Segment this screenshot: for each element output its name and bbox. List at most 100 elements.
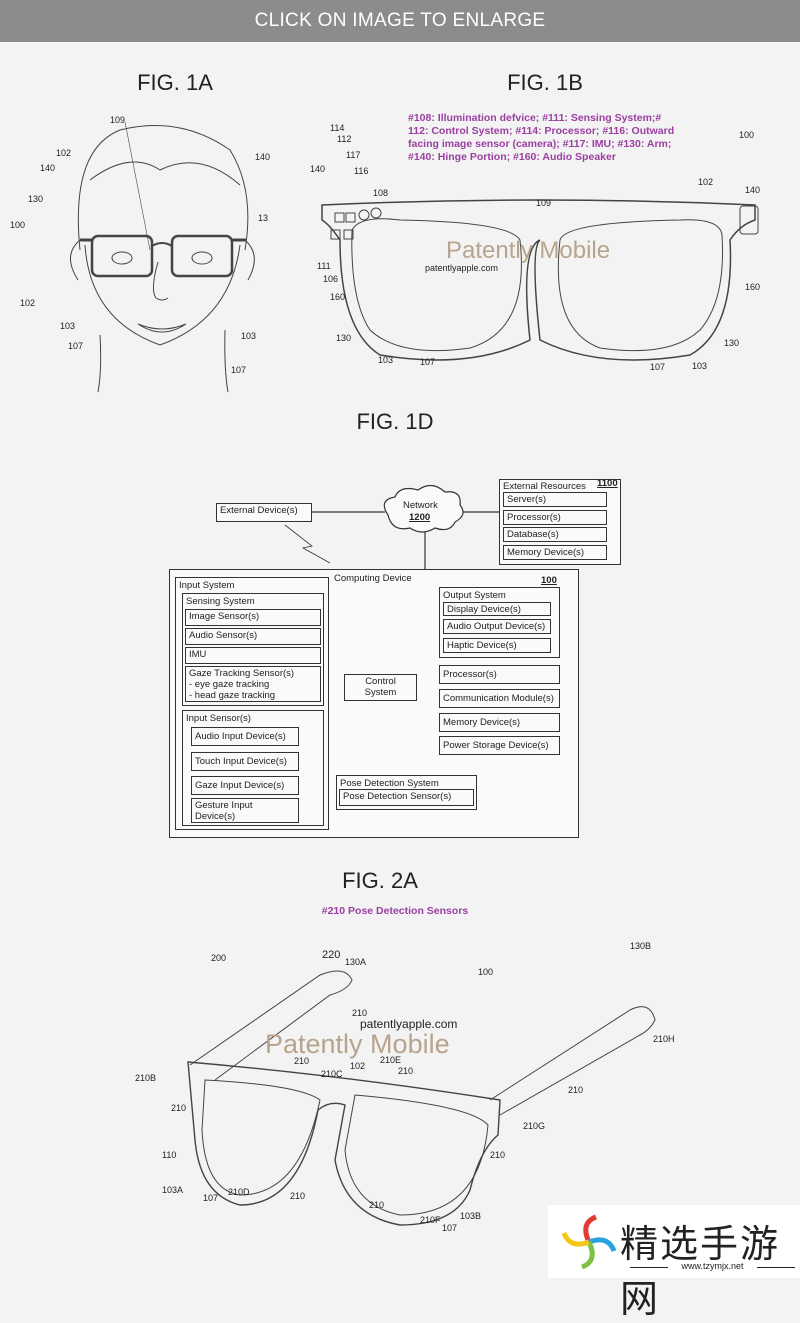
ref-label: 107 [203,1193,218,1203]
watermark-url: patentlyapple.com [425,263,498,273]
external-resources-label: External Resources [503,481,586,492]
gesture-line: Gesture Input [195,800,253,811]
ref-label: 116 [354,166,368,176]
sensing-system-label: Sensing System [186,596,255,607]
ref-label: 210 [290,1191,305,1201]
ref-label: 140 [255,152,270,162]
patent-drawings: 114 112 117 116 140 108 109 102 140 111 … [10,115,760,1233]
ref-label: 210 [490,1150,505,1160]
ref-label: 210 [369,1200,384,1210]
ref-label: 100 [739,130,754,140]
communication-module-box: Communication Module(s) [439,689,560,708]
ref-label: 108 [373,188,388,198]
fig-1a-face-drawing [70,121,255,393]
ref-label: 102 [350,1061,365,1071]
ref-label: 110 [162,1150,176,1160]
input-system-label: Input System [179,580,235,591]
power-storage-device-box: Power Storage Device(s) [439,736,560,755]
ref-label: 107 [650,362,665,372]
fig-1a-title: FIG. 1A [137,70,213,95]
ref-label: 210 [171,1103,186,1113]
computing-device-label: Computing Device [334,573,412,584]
gaze-line: - head gaze tracking [189,690,276,701]
processor-component-box: Processor(s) [439,665,560,684]
gaze-input-device-box: Gaze Input Device(s) [191,776,299,795]
ref-label: 130 [336,333,351,343]
ref-label: 210D [228,1187,250,1197]
computing-device-ref: 100 [541,575,557,586]
ref-label: 140 [40,163,55,173]
control-line: System [364,687,397,698]
fig-1d-title: FIG. 1D [356,409,434,434]
ref-label: 103 [692,361,707,371]
gaze-line: - eye gaze tracking [189,679,270,690]
ref-label: 210 [352,1008,367,1018]
audio-output-device-box: Audio Output Device(s) [443,619,551,634]
imu-box: IMU [185,647,321,664]
haptic-device-box: Haptic Device(s) [443,638,551,653]
image-sensor-box: Image Sensor(s) [185,609,321,626]
fig-1b-glasses-drawing [321,199,759,361]
ref-label: 130B [630,941,651,951]
pose-detection-system-label: Pose Detection System [340,778,439,789]
ref-label: 210 [568,1085,583,1095]
ref-label: 210E [380,1055,401,1065]
ref-label: 102 [20,298,35,308]
ref-label: 103 [378,355,393,365]
caption-line: facing image sensor (camera); #117: IMU;… [408,138,672,150]
site-logo[interactable]: 精选手游网 www.tzymjx.net [548,1205,800,1321]
pose-detection-sensor-box: Pose Detection Sensor(s) [339,789,474,806]
memory-device-component-box: Memory Device(s) [439,713,560,732]
ref-label: 102 [56,148,71,158]
output-system-label: Output System [443,590,506,601]
ref-label: 130A [345,957,366,967]
caption-line: #140: Hinge Portion; #160: Audio Speaker [408,151,616,163]
ref-label: 200 [211,953,226,963]
ref-label: 210G [523,1121,545,1131]
ref-label: 114 [330,123,344,133]
server-box: Server(s) [503,492,607,507]
logo-url: www.tzymjx.net [630,1261,795,1271]
ref-label: 111 [317,261,331,271]
ref-label: 103 [60,321,75,331]
touch-input-device-box: Touch Input Device(s) [191,752,299,771]
ref-label: 140 [310,164,325,174]
fig-2a-caption: #210 Pose Detection Sensors [321,905,469,917]
fig-1b-title: FIG. 1B [507,70,583,95]
ref-label: 107 [68,341,83,351]
ref-label: 210C [321,1069,343,1079]
control-system-box: Control System [344,674,417,701]
ref-label: 107 [420,357,435,367]
ref-label: 220 [322,949,340,961]
audio-input-device-box: Audio Input Device(s) [191,727,299,746]
memory-device-box: Memory Device(s) [503,545,607,560]
ref-label: 210H [653,1034,675,1044]
control-line: Control [365,676,396,687]
enlarge-banner[interactable]: CLICK ON IMAGE TO ENLARGE [0,0,800,42]
fig-1a-reference-labels: 109 102 140 130 100 140 13 102 103 107 1… [10,115,270,375]
caption-line: 112: Control System; #114: Processor; #1… [408,125,675,137]
fig-1b-reference-labels: 114 112 117 116 140 108 109 102 140 111 … [310,123,760,372]
ref-label: 102 [698,177,713,187]
fig-2a-title: FIG. 2A [342,868,418,893]
ref-label: 13 [258,213,268,223]
ref-label: 103 [241,331,256,341]
fig-1b-caption: #108: Illumination defvice; #111: Sensin… [408,112,674,164]
ref-label: 160 [330,292,345,302]
ref-label: 210F [420,1215,441,1225]
watermark: Patently Mobile [446,237,610,264]
audio-sensor-box: Audio Sensor(s) [185,628,321,645]
ref-label: 109 [110,115,125,125]
caption-line: #108: Illumination defvice; #111: Sensin… [408,112,662,124]
database-box: Database(s) [503,527,607,542]
gaze-line: Gaze Tracking Sensor(s) [189,668,295,679]
network-ref: 1200 [409,512,431,523]
gesture-line: Device(s) [195,811,236,822]
gesture-input-device-box: Gesture Input Device(s) [191,798,299,823]
ref-label: 117 [346,150,360,160]
ref-label: 103A [162,1185,183,1195]
ref-label: 100 [10,220,25,230]
ref-label: 140 [745,185,760,195]
ref-label: 106 [323,274,338,284]
watermark-url: patentlyapple.com [360,1017,457,1031]
